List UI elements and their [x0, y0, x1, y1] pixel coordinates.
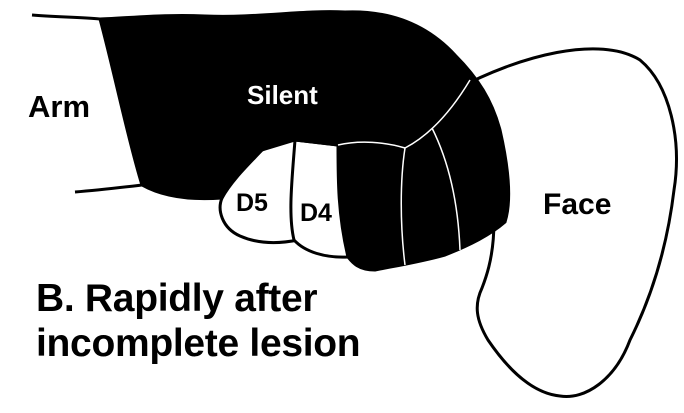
- label-silent: Silent: [247, 80, 318, 110]
- figure-caption: B. Rapidly after incomplete lesion: [36, 276, 361, 366]
- label-d4: D4: [300, 199, 332, 227]
- caption-line-2: incomplete lesion: [36, 322, 361, 365]
- silent-subdivision-line-2: [404, 79, 471, 149]
- silent-subdivision-line-1: [337, 141, 406, 149]
- caption-line-1: B. Rapidly after: [36, 277, 318, 320]
- silent-region: [98, 10, 511, 272]
- d4-region: [289, 138, 350, 259]
- label-face: Face: [543, 188, 611, 221]
- label-arm: Arm: [28, 89, 90, 124]
- silent-subdivision-line-3: [400, 147, 406, 266]
- arm-region-upper-border: [31, 13, 101, 21]
- arm-region-lower-border: [74, 183, 143, 194]
- silent-subdivision-line-4: [431, 127, 461, 251]
- face-region: [452, 47, 678, 398]
- label-d5: D5: [236, 189, 268, 217]
